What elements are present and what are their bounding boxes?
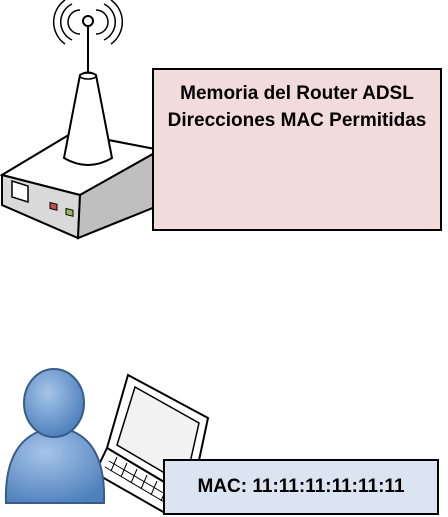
router-memory-box: Memoria del Router ADSL Direcciones MAC … (152, 68, 442, 231)
mac-address-box: MAC: 11:11:11:11:11:11 (163, 459, 439, 515)
router-icon (0, 0, 163, 240)
user-icon (4, 368, 106, 504)
signal-waves-icon (52, 0, 124, 45)
mac-address-label: MAC: 11:11:11:11:11:11 (197, 476, 405, 497)
allowed-mac-title: Direcciones MAC Permitidas (167, 110, 427, 131)
router-memory-title: Memoria del Router ADSL (180, 83, 414, 104)
